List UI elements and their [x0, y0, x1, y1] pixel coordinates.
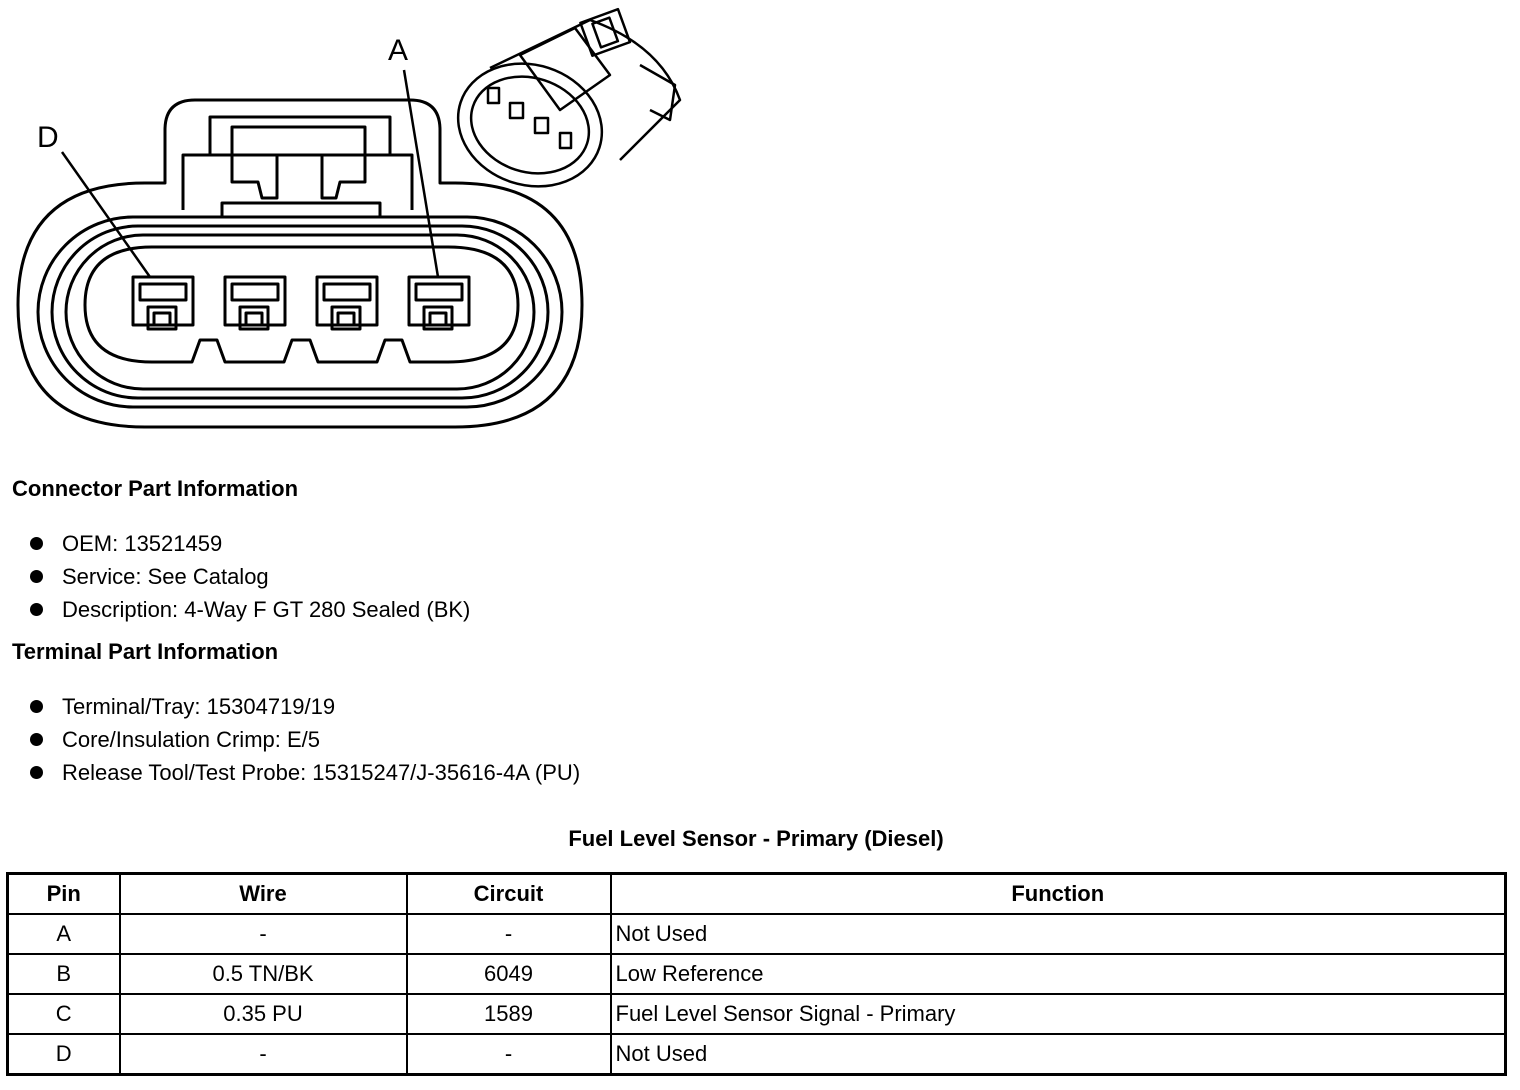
latch-frame [208, 115, 392, 155]
header-function: Function [609, 872, 1507, 915]
list-item: Release Tool/Test Probe: 15315247/J-3561… [28, 756, 580, 789]
connector-part-info-list: OEM: 13521459 Service: See Catalog Descr… [28, 527, 470, 626]
seal-ring-middle [50, 224, 550, 400]
callout-label-d: D [37, 121, 59, 154]
cell-wire: 0.5 TN/BK [118, 953, 408, 995]
list-item: Description: 4-Way F GT 280 Sealed (BK) [28, 593, 470, 626]
terminal-part-info-heading: Terminal Part Information [12, 639, 279, 664]
cell-wire: 0.35 PU [118, 993, 408, 1035]
connector-part-info-heading: Connector Part Information [12, 476, 299, 501]
seal-ring-outer [36, 215, 564, 409]
cell-pin: C [6, 993, 121, 1035]
cell-function: Not Used [609, 1033, 1507, 1076]
connector-3d-view [456, 7, 682, 188]
cell-circuit: 6049 [405, 953, 612, 995]
latch-lock [230, 155, 367, 200]
header-wire: Wire [118, 872, 408, 915]
cell-function: Not Used [609, 913, 1507, 955]
table-row: B 0.5 TN/BK 6049 Low Reference [6, 953, 1507, 995]
seal-ring-inner [64, 233, 536, 391]
terminal-face [83, 245, 520, 364]
pin-table-title: Fuel Level Sensor - Primary (Diesel) [568, 826, 944, 851]
list-item: Service: See Catalog [28, 560, 470, 593]
cavity-b [315, 275, 379, 331]
cell-circuit: - [405, 1033, 612, 1076]
cell-function: Fuel Level Sensor Signal - Primary [609, 993, 1507, 1035]
terminal-part-info-list: Terminal/Tray: 15304719/19 Core/Insulati… [28, 690, 580, 789]
latch-base [220, 201, 382, 219]
cavity-d [131, 275, 195, 331]
table-header-row: Pin Wire Circuit Function [6, 872, 1507, 915]
cell-pin: D [6, 1033, 121, 1076]
pin-table: Pin Wire Circuit Function A - - Not Used… [6, 872, 1507, 1076]
list-item: Core/Insulation Crimp: E/5 [28, 723, 580, 756]
connector-outer-body [16, 98, 584, 429]
list-item: OEM: 13521459 [28, 527, 470, 560]
cell-circuit: 1589 [405, 993, 612, 1035]
cavity-a [407, 275, 471, 331]
cell-pin: A [6, 913, 121, 955]
table-row: D - - Not Used [6, 1033, 1507, 1076]
callout-label-a: A [388, 34, 408, 67]
cell-wire: - [118, 913, 408, 955]
connector-diagram: A D [16, 7, 682, 429]
cavity-c [223, 275, 287, 331]
latch-tab [230, 125, 367, 155]
list-item: Terminal/Tray: 15304719/19 [28, 690, 580, 723]
cell-function: Low Reference [609, 953, 1507, 995]
cell-wire: - [118, 1033, 408, 1076]
leader-line-a [402, 69, 440, 278]
cell-circuit: - [405, 913, 612, 955]
table-row: A - - Not Used [6, 913, 1507, 955]
header-pin: Pin [6, 872, 121, 915]
leader-line-d [60, 151, 152, 278]
header-circuit: Circuit [405, 872, 612, 915]
table-row: C 0.35 PU 1589 Fuel Level Sensor Signal … [6, 993, 1507, 1035]
cell-pin: B [6, 953, 121, 995]
